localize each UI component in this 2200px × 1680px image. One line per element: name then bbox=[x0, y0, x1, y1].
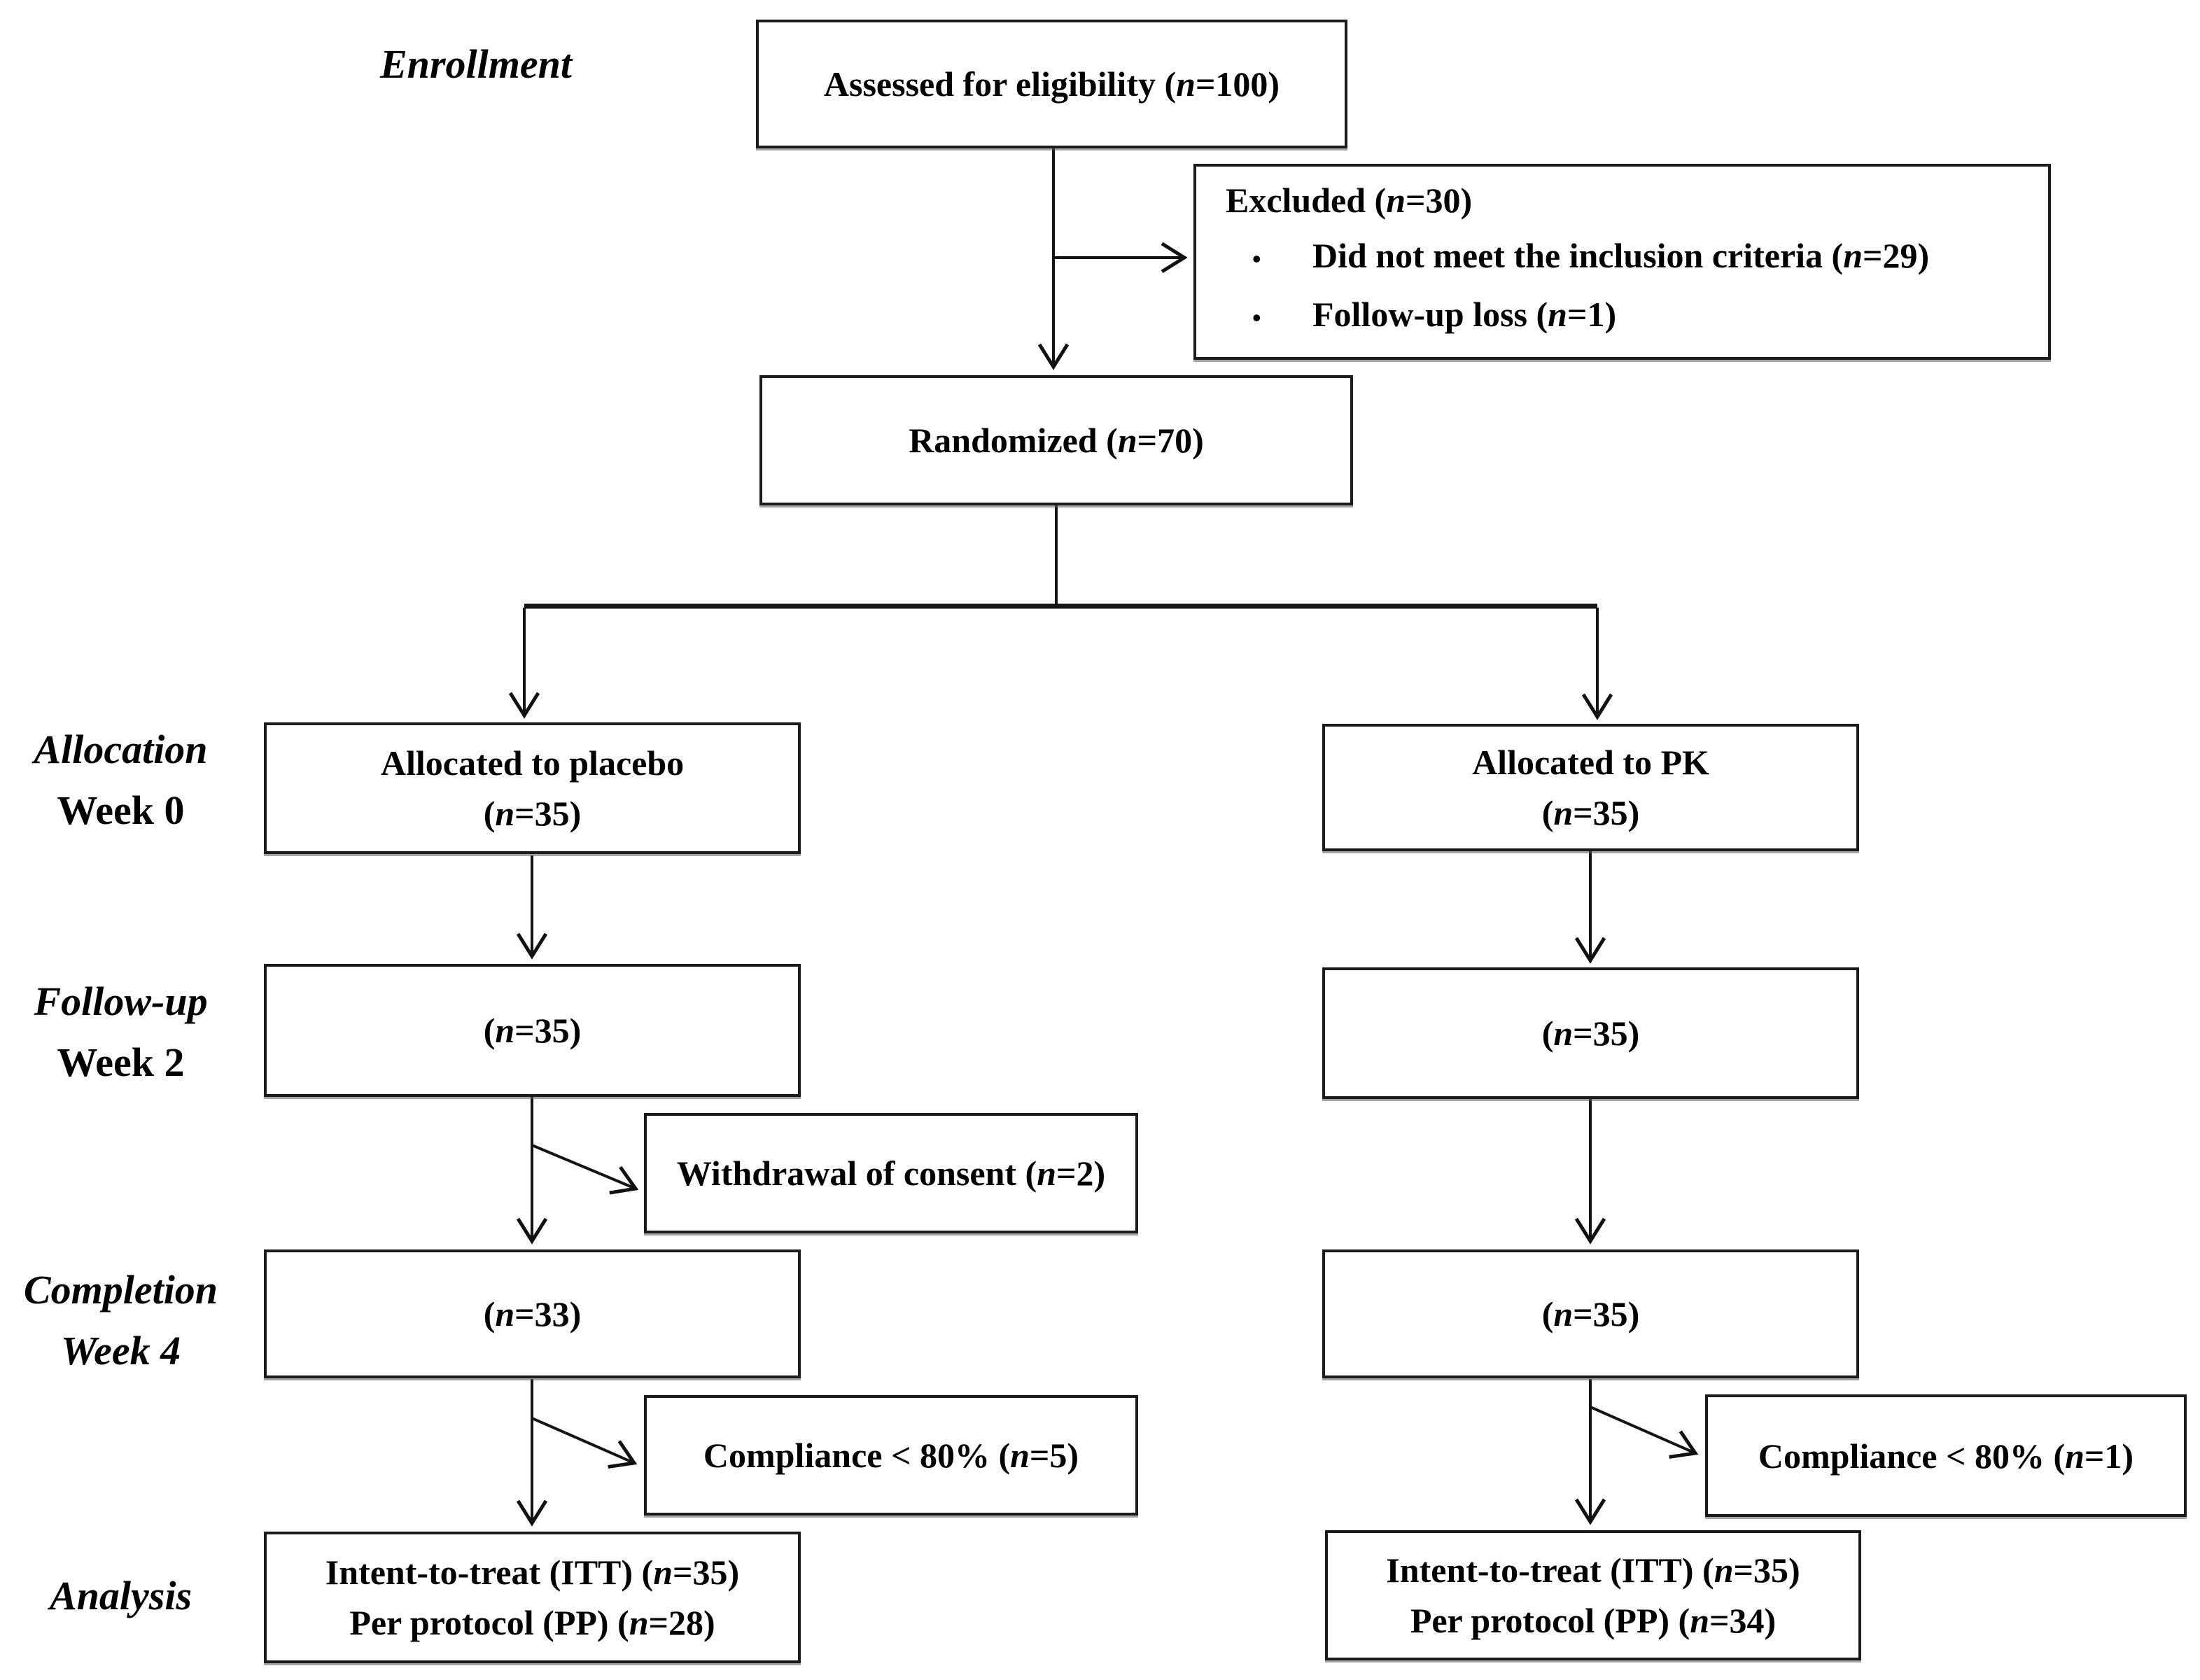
stage-label-completion: Completion Week 4 bbox=[0, 1259, 241, 1381]
stage-label-allocation: Allocation Week 0 bbox=[0, 719, 241, 841]
excluded-item-1-text: Did not meet the inclusion criteria (n=2… bbox=[1312, 236, 1930, 275]
box-completion-pk: (n=35) bbox=[1322, 1250, 1859, 1378]
completion-pk-text: (n=35) bbox=[1541, 1294, 1640, 1334]
box-completion-placebo: (n=33) bbox=[264, 1250, 801, 1378]
arrow-to-compliance-pk bbox=[1590, 1406, 1699, 1459]
bullet-icon: • bbox=[1252, 304, 1261, 332]
randomized-text: Randomized (n=70) bbox=[909, 421, 1204, 460]
box-withdrawal-of-consent: Withdrawal of consent (n=2) bbox=[644, 1113, 1138, 1233]
stage-label-enrollment: Enrollment bbox=[287, 36, 665, 92]
followup-placebo-text: (n=35) bbox=[483, 1011, 582, 1050]
box-followup-placebo: (n=35) bbox=[264, 964, 801, 1097]
compliance-pk-text: Compliance < 80% (n=1) bbox=[1758, 1436, 2134, 1476]
analysis-placebo-line2: Per protocol (PP) (n=28) bbox=[349, 1603, 715, 1642]
compliance-placebo-text: Compliance < 80% (n=5) bbox=[703, 1436, 1079, 1475]
box-compliance-pk: Compliance < 80% (n=1) bbox=[1705, 1394, 2187, 1517]
box-analysis-placebo: Intent-to-treat (ITT) (n=35) Per protoco… bbox=[264, 1532, 801, 1663]
excluded-title: Excluded (n=30) bbox=[1226, 181, 1473, 220]
enrollment-label-text: Enrollment bbox=[380, 41, 572, 87]
bullet-icon: • bbox=[1252, 245, 1261, 273]
stage-label-analysis: Analysis bbox=[0, 1567, 241, 1625]
allocated-pk-line1: Allocated to PK bbox=[1472, 743, 1709, 782]
box-excluded: Excluded (n=30) • Did not meet the inclu… bbox=[1193, 164, 2051, 360]
followup-label-line2: Week 2 bbox=[57, 1040, 185, 1085]
box-compliance-placebo: Compliance < 80% (n=5) bbox=[644, 1395, 1138, 1516]
box-analysis-pk: Intent-to-treat (ITT) (n=35) Per protoco… bbox=[1325, 1530, 1861, 1660]
excluded-item-2-text: Follow-up loss (n=1) bbox=[1312, 295, 1617, 334]
allocated-placebo-line1: Allocated to placebo bbox=[380, 743, 685, 783]
analysis-label-text: Analysis bbox=[49, 1573, 192, 1618]
box-assessed-for-eligibility: Assessed for eligibility (n=100) bbox=[756, 20, 1347, 148]
allocated-pk-line2: (n=35) bbox=[1541, 793, 1640, 832]
followup-pk-text: (n=35) bbox=[1541, 1014, 1640, 1053]
analysis-pk-line2: Per protocol (PP) (n=34) bbox=[1410, 1601, 1777, 1640]
analysis-placebo-line1: Intent-to-treat (ITT) (n=35) bbox=[325, 1553, 740, 1592]
allocated-placebo-line2: (n=35) bbox=[483, 794, 582, 833]
box-allocated-placebo: Allocated to placebo (n=35) bbox=[264, 722, 801, 854]
box-followup-pk: (n=35) bbox=[1322, 967, 1859, 1099]
completion-label-line2: Week 4 bbox=[60, 1328, 181, 1373]
withdrawal-text: Withdrawal of consent (n=2) bbox=[676, 1154, 1106, 1193]
followup-label-line1: Follow-up bbox=[34, 979, 208, 1024]
box-randomized: Randomized (n=70) bbox=[759, 375, 1353, 505]
excluded-item-2: • Follow-up loss (n=1) bbox=[1226, 292, 2027, 340]
analysis-pk-line1: Intent-to-treat (ITT) (n=35) bbox=[1386, 1550, 1800, 1590]
arrow-to-compliance-placebo bbox=[531, 1417, 638, 1469]
completion-label-line1: Completion bbox=[23, 1267, 218, 1312]
allocation-label-line2: Week 0 bbox=[57, 788, 185, 833]
assessed-text: Assessed for eligibility (n=100) bbox=[823, 64, 1280, 104]
box-allocated-pk: Allocated to PK (n=35) bbox=[1322, 724, 1859, 851]
stage-label-followup: Follow-up Week 2 bbox=[0, 971, 241, 1093]
excluded-item-1: • Did not meet the inclusion criteria (n… bbox=[1226, 233, 2027, 281]
completion-placebo-text: (n=33) bbox=[483, 1294, 582, 1334]
allocation-label-line1: Allocation bbox=[34, 727, 208, 772]
arrow-to-withdrawal bbox=[531, 1144, 639, 1195]
